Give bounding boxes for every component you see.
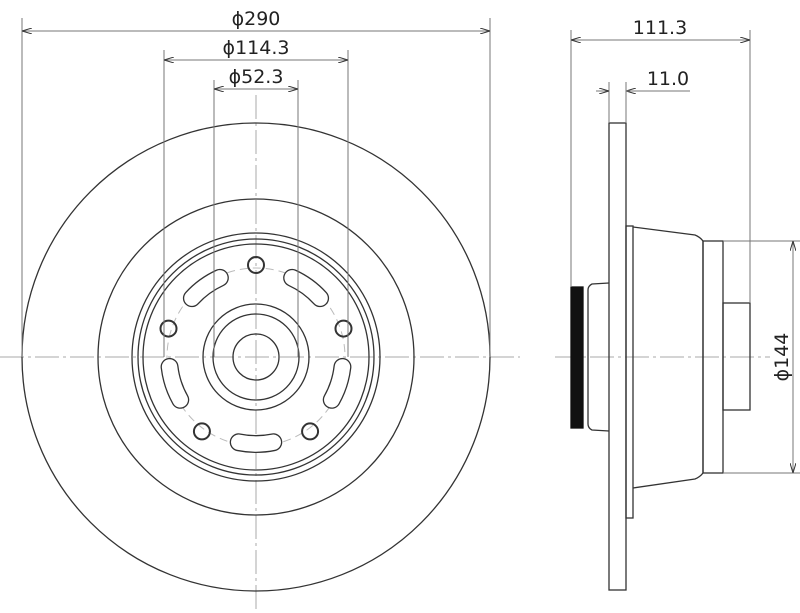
bolt-hole xyxy=(159,319,178,338)
bolt-hole xyxy=(247,256,265,274)
centerlines xyxy=(0,95,770,612)
bolt-holes xyxy=(159,256,353,441)
center-bore-label: ϕ52.3 xyxy=(229,66,284,88)
side-view xyxy=(570,122,751,591)
bolt-circle-label: ϕ114.3 xyxy=(223,37,290,59)
side-dimensions xyxy=(570,30,800,474)
outer-diameter-label: ϕ290 xyxy=(232,8,281,30)
vent-slots xyxy=(160,268,352,453)
hat-ring-3 xyxy=(142,243,370,471)
hub-collar xyxy=(625,225,634,519)
hub-mid xyxy=(212,313,300,401)
bolt-circle xyxy=(166,267,346,447)
bolt-hole xyxy=(192,422,211,441)
hub-spigot xyxy=(722,302,751,411)
front-view xyxy=(21,122,491,592)
overall-height-label: 111.3 xyxy=(633,17,687,39)
hat-ring-2 xyxy=(137,238,375,476)
vent-slot xyxy=(161,359,188,408)
hub-outer xyxy=(202,303,310,411)
bolt-hole xyxy=(301,422,320,441)
abs-seal-ring xyxy=(570,286,584,429)
disc-thickness-label: 11.0 xyxy=(647,68,689,90)
friction-ring-inner xyxy=(97,198,415,516)
hub-diameter-label: ϕ144 xyxy=(771,333,793,382)
vent-slot xyxy=(184,270,228,306)
hat-ring-1 xyxy=(131,232,381,482)
vent-slot xyxy=(324,359,351,408)
front-dimensions xyxy=(21,18,491,357)
center-bore xyxy=(232,333,280,381)
vent-slot xyxy=(231,434,281,452)
bearing-flange xyxy=(587,282,610,432)
bolt-hole xyxy=(334,319,353,338)
vent-slot xyxy=(284,270,328,306)
